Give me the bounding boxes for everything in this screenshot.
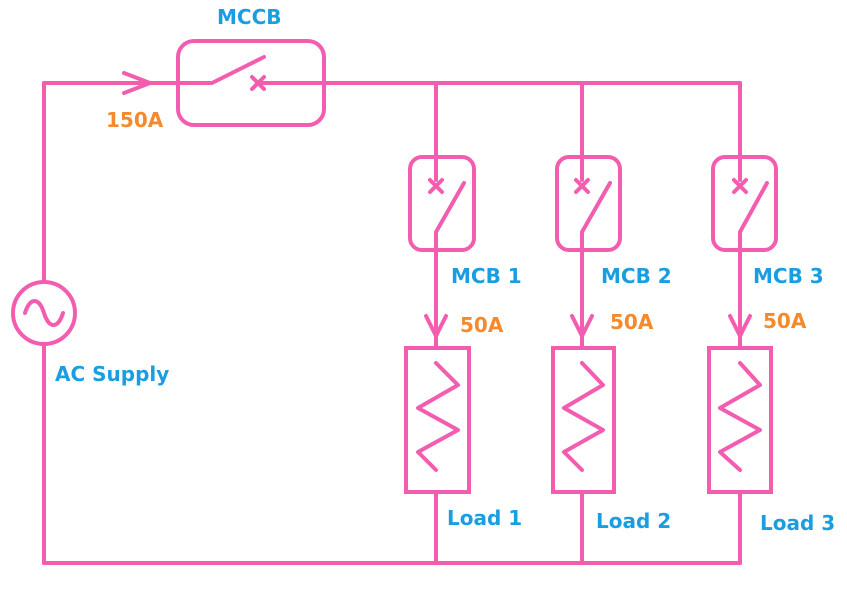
branch-3-current-label: 50A [763, 309, 807, 333]
mcb-3-contact [738, 155, 769, 252]
ac-source-icon [11, 280, 77, 346]
mcb-3-label: MCB 3 [753, 264, 824, 288]
load-1-label: Load 1 [447, 506, 522, 530]
load-1-resistor-icon [416, 361, 460, 472]
branch-2-current-label: 50A [610, 310, 654, 334]
load-2-label: Load 2 [596, 509, 671, 533]
branch-1-current-arrow [424, 314, 448, 338]
mccb-switch-contact [176, 55, 326, 85]
branch-1-current-label: 50A [460, 313, 504, 337]
mcb-2-contact [580, 155, 612, 252]
mcb-3-trip-mark [732, 178, 748, 194]
branch-3 [707, 81, 778, 565]
branch-3-current-arrow [728, 314, 752, 338]
branch-1 [404, 81, 476, 565]
ac-supply-label: AC Supply [55, 362, 169, 386]
mccb-breaker [176, 39, 326, 127]
supply-current-arrow [122, 71, 152, 95]
mcb-2-trip-mark [574, 178, 590, 194]
mccb-trip-mark [250, 75, 266, 91]
branch-2 [551, 81, 622, 565]
mcb-2-enclosure [555, 155, 622, 252]
branch-2-current-arrow [570, 314, 594, 338]
mccb-current-label: 150A [106, 108, 164, 132]
mcb-2-label: MCB 2 [601, 264, 672, 288]
mcb-3-enclosure [711, 155, 778, 252]
mcb-1-contact [434, 155, 466, 252]
load-3-label: Load 3 [760, 511, 835, 535]
mcb-1-trip-mark [428, 178, 444, 194]
mcb-1-enclosure [408, 155, 476, 252]
mcb-1-label: MCB 1 [451, 264, 522, 288]
load-3-resistor-icon [718, 361, 762, 472]
mccb-label: MCCB [217, 5, 282, 29]
load-2-resistor-icon [562, 361, 605, 472]
